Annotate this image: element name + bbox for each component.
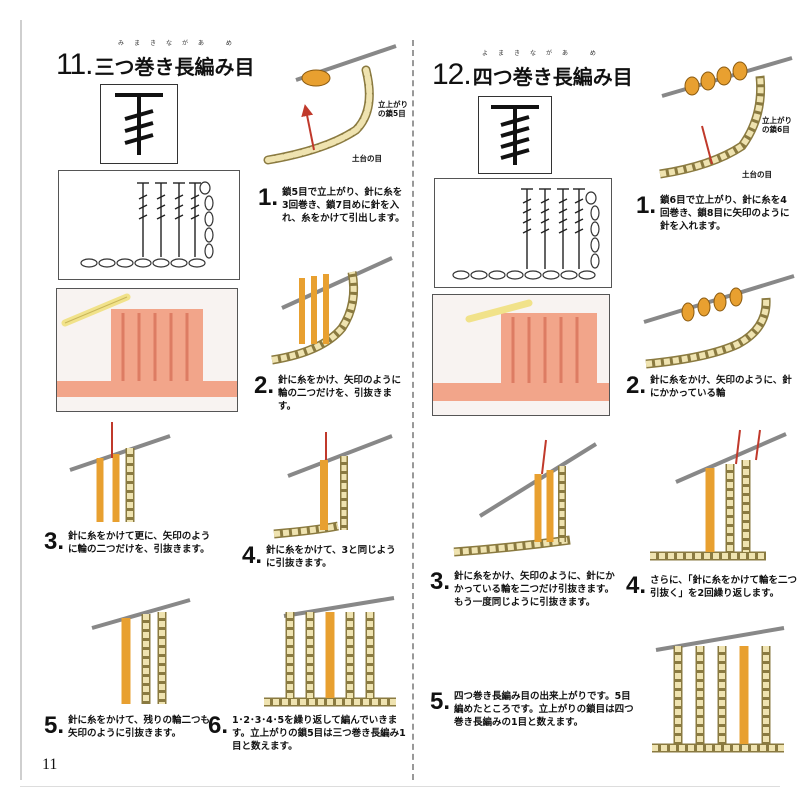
step5-illustration [91, 598, 191, 704]
title-ruby: よまきながあ め [482, 50, 606, 57]
step-text: 1･2･3･4･5を繰り返して編んでいきます。立上がりの鎖5目は三つ巻き長編み1… [232, 715, 406, 752]
step1-illustration [263, 44, 397, 165]
step-number: 5. [430, 688, 451, 715]
step-text: 鎖6目で立上がり、針に糸を4回巻き、鎖8目に矢印のように針を入れます。 [660, 195, 790, 232]
step-number: 2. [626, 372, 647, 399]
label-base: 土台の目 [352, 154, 382, 163]
step-number: 4. [242, 542, 263, 569]
knitted-sample-image [57, 289, 237, 411]
left-step-2: 2. 針に糸をかけ、矢印のように輪の二つだけを、引抜きます。 [254, 374, 409, 413]
label-chain: 立上がりの鎖6目 [762, 116, 792, 134]
bottom-edge [20, 786, 780, 787]
label-chain: 立上がりの鎖5目 [378, 100, 408, 118]
title-number: 11. [56, 48, 93, 81]
left-step-6: 6. 1･2･3･4･5を繰り返して編んでいきます。立上がりの鎖5目は三つ巻き長… [208, 714, 406, 753]
left-page: みまきながあ め 11. 三つ巻き長編み目 [42, 40, 409, 773]
step-text: 針に糸をかけ、矢印のように輪の二つだけを、引抜きます。 [278, 375, 402, 412]
step-text: 針に糸をかけて更に、矢印のように輪の二つだけを、引抜きます。 [68, 531, 211, 555]
left-step-4: 4. 針に糸をかけて、3と同じように引抜きます。 [242, 544, 402, 570]
right-step-5: 5. 四つ巻き長編み目の出来上がりです。5目編めたところです。立上がりの鎖目は四… [430, 690, 640, 729]
title-number: 12. [432, 58, 472, 91]
page-edge [20, 20, 22, 780]
r-step2-illustration [643, 274, 795, 369]
step4-illustration [273, 432, 393, 539]
r-step3-illustration [453, 439, 598, 557]
step-text: 針に糸をかけて、残りの輪二つも矢印のように引抜きます。 [68, 715, 211, 739]
title-text: 三つ巻き長編み目 [94, 55, 255, 79]
right-step-3: 3. 針に糸をかけ、矢印のように、針にかかっている輪を二つだけ引抜きます。もう一… [430, 570, 620, 609]
stitch-chart-diagram [80, 181, 214, 268]
step-text: 鎖5目で立上がり、針に糸を3回巻き、鎖7目めに針を入れ、糸をかけて引出します。 [282, 187, 405, 224]
right-step-4: 4. さらに、「針に糸をかけて輪を二つ引抜く」を2回繰り返します。 [626, 574, 798, 600]
stitch-chart-box [434, 178, 612, 288]
stitch-chart-box [58, 170, 240, 280]
step-number: 6. [208, 712, 229, 739]
triple-treble-symbol-icon [115, 93, 163, 155]
step-text: さらに、「針に糸をかけて輪を二つ引抜く」を2回繰り返します。 [650, 575, 797, 599]
left-step-1: 1. 鎖5目で立上がり、針に糸を3回巻き、鎖7目めに針を入れ、糸をかけて引出しま… [258, 186, 408, 225]
step-number: 3. [44, 528, 65, 555]
step-number: 2. [254, 372, 275, 399]
stitch-chart-diagram [452, 188, 600, 280]
right-step-2: 2. 針に糸をかけ、矢印のように、針にかかっている輪 [626, 374, 798, 400]
title-ruby: みまきながあ め [118, 40, 242, 47]
step2-illustration [271, 256, 393, 365]
title-text: 四つ巻き長編み目 [472, 65, 633, 89]
section-title-12: 12. 四つ巻き長編み目 [432, 58, 633, 92]
step-number: 1. [636, 192, 657, 219]
step-number: 1. [258, 184, 279, 211]
right-step-1: 1. 鎖6目で立上がり、針に糸を4回巻き、鎖8目に矢印のように針を入れます。 [636, 194, 796, 233]
left-step-3: 3. 針に糸をかけて更に、矢印のように輪の二つだけを、引抜きます。 [44, 530, 214, 556]
label-base: 土台の目 [742, 170, 772, 179]
sample-photo [56, 288, 238, 412]
stitch-symbol-box [100, 84, 178, 164]
r-step5-illustration [652, 626, 785, 753]
step-text: 針に糸をかけて、3と同じように引抜きます。 [266, 545, 396, 569]
step6-illustration [264, 596, 396, 707]
page-fold [412, 40, 414, 780]
right-page: よまきながあ め 12. 四つ巻き長編み目 [412, 0, 800, 796]
r-step1-illustration [659, 56, 793, 179]
left-step-5: 5. 針に糸をかけて、残りの輪二つも矢印のように引抜きます。 [44, 714, 214, 740]
page-number: 11 [42, 756, 58, 773]
sample-photo [432, 294, 610, 416]
step-number: 3. [430, 568, 451, 595]
step-text: 針に糸をかけ、矢印のように、針にかかっている輪 [650, 375, 792, 399]
step-text: 針に糸をかけ、矢印のように、針にかかっている輪を二つだけ引抜きます。もう一度同じ… [454, 571, 615, 608]
step-number: 5. [44, 712, 65, 739]
knitted-sample-image [433, 295, 609, 415]
quadruple-treble-symbol-icon [491, 105, 539, 165]
step3-illustration [69, 422, 171, 522]
r-step4-illustration [650, 429, 787, 561]
step-number: 4. [626, 572, 647, 599]
section-title-11: 11. 三つ巻き長編み目 [56, 48, 254, 82]
stitch-symbol-box [478, 96, 552, 174]
step-text: 四つ巻き長編み目の出来上がりです。5目編めたところです。立上がりの鎖目は四つ巻き… [454, 691, 634, 728]
